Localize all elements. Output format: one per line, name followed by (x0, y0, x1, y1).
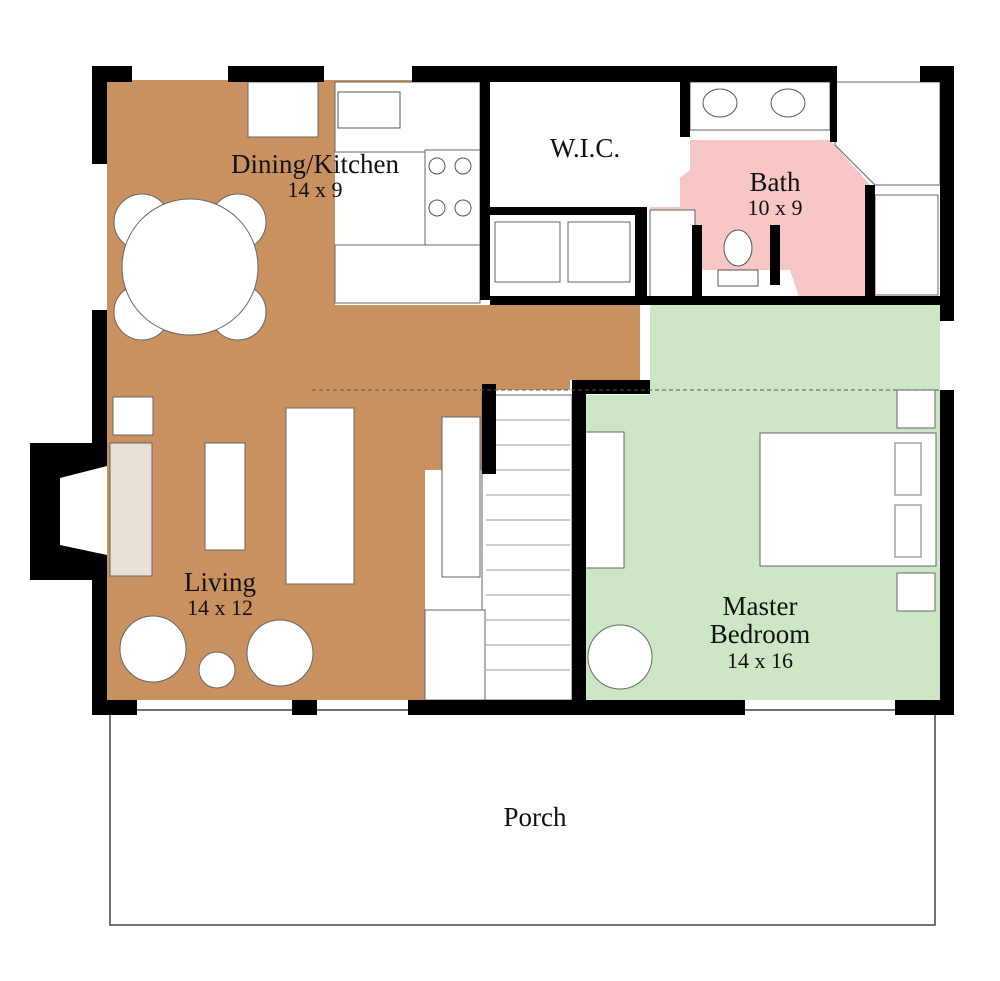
kitchen-sink (337, 91, 401, 129)
armchair (119, 615, 187, 683)
dresser (583, 431, 625, 569)
porch-label: Porch (460, 802, 610, 832)
dining-table (121, 198, 259, 336)
porch-area (109, 709, 936, 926)
room-dimensions: 14 x 9 (287, 177, 343, 203)
room-name: Dining/Kitchen (231, 149, 399, 179)
bath-floor (650, 140, 870, 300)
sink-basin (770, 88, 806, 118)
walls (92, 66, 954, 715)
cooktop-burner (428, 157, 446, 175)
sink-basin (702, 88, 738, 118)
coffee-table (204, 442, 246, 551)
dryer (567, 221, 631, 283)
linen-closet (649, 209, 696, 299)
shower (874, 194, 939, 296)
nightstand (896, 389, 936, 429)
room-name: Porch (503, 802, 567, 832)
walk-in-closet (490, 82, 680, 207)
living-label: Living 14 x 12 (155, 567, 285, 621)
dining-kitchen-label: Dining/Kitchen 14 x 9 (200, 149, 430, 203)
fireplace-firebox (60, 466, 107, 555)
side-table (198, 651, 236, 689)
pillow (894, 504, 922, 558)
end-table (112, 396, 154, 436)
room-name: W.I.C. (549, 133, 621, 163)
nightstand (896, 572, 936, 612)
master-bedroom-label: Master Bedroom 14 x 16 (680, 592, 840, 672)
cooktop-burner (454, 199, 472, 217)
staircase (481, 394, 573, 701)
kitchen-counter-side (424, 149, 481, 246)
toilet (723, 229, 753, 267)
kitchen-island (334, 244, 481, 304)
room-name: Bedroom (709, 619, 811, 650)
armchair (246, 619, 314, 687)
wic-label: W.I.C. (520, 133, 650, 163)
room-name: Bath (749, 167, 801, 197)
room-dimensions: 14 x 16 (727, 647, 793, 673)
toilet-tank (717, 269, 759, 287)
cooktop-burner (454, 157, 472, 175)
staircase-lower (424, 609, 486, 701)
room-dimensions: 14 x 12 (187, 595, 253, 621)
fireplace-hearth (109, 442, 153, 577)
bath-label: Bath 10 x 9 (710, 167, 840, 221)
room-dimensions: 10 x 9 (747, 195, 803, 221)
media-console (441, 416, 481, 578)
pillow (894, 442, 922, 496)
room-name: Master (722, 591, 798, 621)
stair-treads (486, 419, 570, 671)
room-name: Living (184, 567, 256, 597)
sofa (285, 407, 355, 585)
bedroom-chair (587, 624, 653, 690)
washer (494, 221, 561, 283)
cooktop-burner (428, 199, 446, 217)
refrigerator (247, 81, 319, 138)
